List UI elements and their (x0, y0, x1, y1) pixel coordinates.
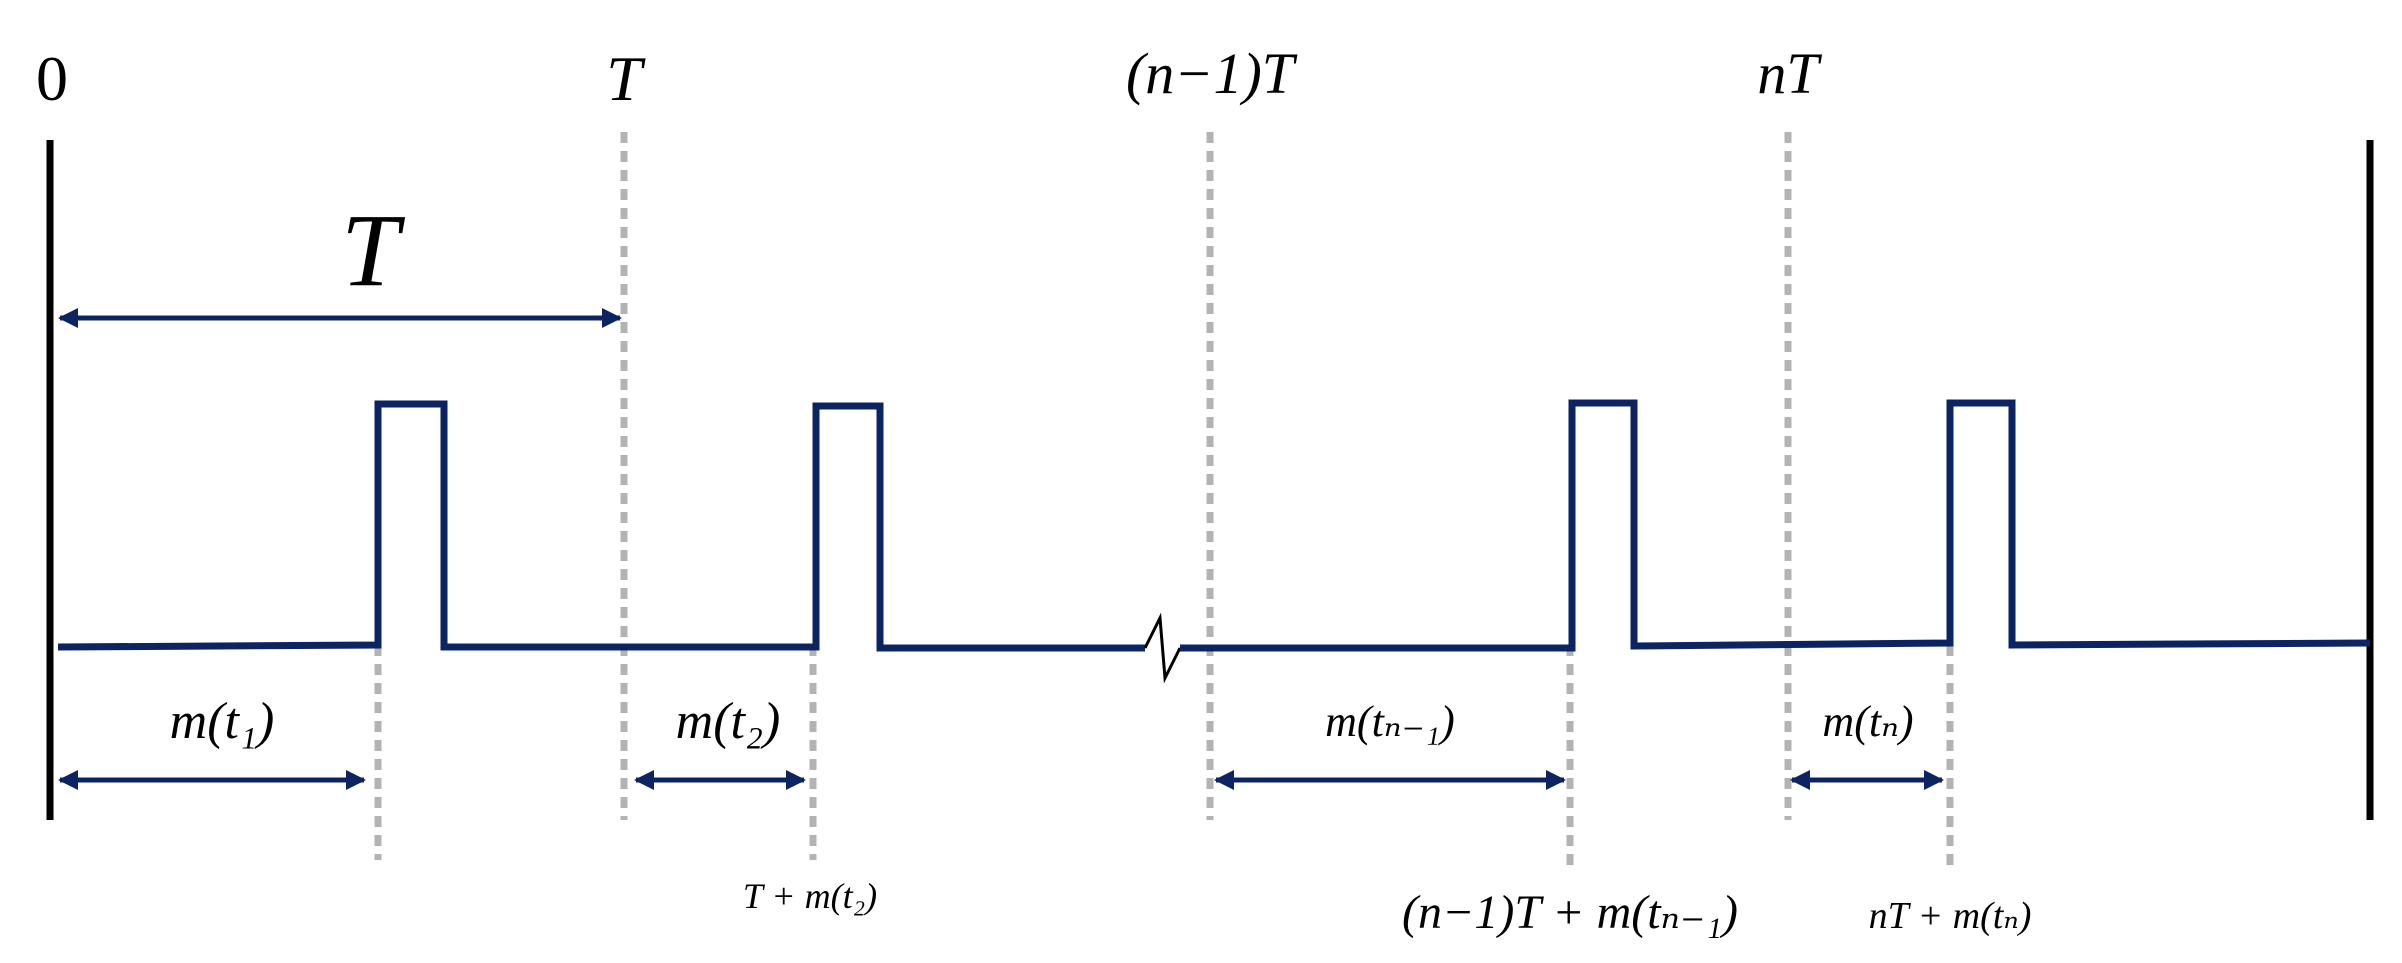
label-nT: nT (1757, 41, 1822, 106)
bottom-label-n-minus-1-T-plus-m: (n−1)T + m(tₙ₋₁) (1402, 886, 1738, 939)
bottom-label-T-plus-m2: T + m(t₂) (743, 876, 877, 916)
pulse-train-left (57, 400, 1145, 652)
label-zero: 0 (36, 43, 68, 114)
period-label: T (341, 193, 405, 308)
interval-label-1: m(t₁) (170, 693, 275, 750)
interval-label-4: m(tₙ) (1822, 697, 1913, 746)
label-n-minus-1-T: (n−1)T (1126, 41, 1298, 106)
arrows (58, 308, 1944, 790)
interval-label-2: m(t₂) (676, 693, 781, 750)
pulse-train-right (1180, 399, 2371, 652)
label-T: T (606, 43, 646, 114)
axis-break-zigzag (1143, 612, 1182, 684)
interval-label-3: m(tₙ₋₁) (1325, 697, 1455, 746)
bottom-label-nT-plus-mn: nT + m(tₙ) (1869, 895, 2032, 937)
guide-lines (374, 132, 1954, 870)
